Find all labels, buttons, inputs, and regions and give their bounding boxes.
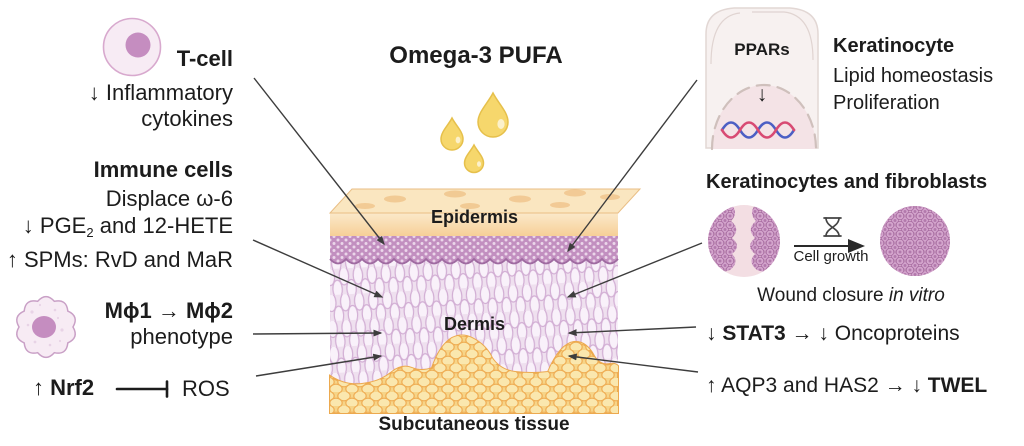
connector-macrophage-dermis — [252, 329, 383, 337]
epidermis-label: Epidermis — [430, 207, 519, 227]
macrophage-heading: Mϕ1 → Mϕ2 — [104, 298, 233, 323]
subcutaneous-label: Subcutaneous tissue — [378, 414, 570, 435]
immune-line-spms: ↑ SPMs: RvD and MaR — [6, 247, 233, 272]
keratinocyte-effects: Lipid homeostasis Proliferation — [833, 63, 993, 117]
keratinocyte-line-lipid: Lipid homeostasis — [833, 65, 994, 87]
macrophage-icon — [16, 295, 76, 359]
connector-tcell-basal — [253, 77, 385, 246]
dermis-label: Dermis — [443, 314, 506, 334]
figure-title: Omega-3 PUFA — [389, 42, 563, 69]
cell-growth-label: Cell growth — [793, 248, 869, 265]
connector-wound-dermis — [566, 242, 703, 298]
ppars-down-arrow: ↓ — [756, 83, 768, 106]
epidermis-layer — [330, 213, 618, 236]
ppars-cell-icon — [705, 7, 819, 151]
keratinocyte-heading: Keratinocyte — [833, 35, 955, 57]
nrf2-label: ↑ Nrf2 — [33, 375, 95, 400]
connector-immune-dermis — [252, 239, 384, 298]
oil-droplets-icon — [440, 91, 509, 174]
stat3-line: ↓ STAT3 → ↓ Oncoproteins — [706, 322, 960, 345]
nucleus-with-dna — [710, 83, 818, 151]
scratch-assay-dish-after — [880, 206, 950, 276]
macrophage-line: phenotype — [130, 324, 233, 349]
keratinocyte-line-proliferation: Proliferation — [833, 92, 940, 114]
connector-lines — [252, 77, 703, 377]
skin-top-face — [328, 188, 642, 214]
fibroblast-heading: Keratinocytes and fibroblasts — [706, 171, 988, 193]
immune-cells-effects: Displace ω-6 ↓ PGE2 and 12-HETE ↑ SPMs: … — [7, 185, 233, 273]
inhibition-arrow-icon — [115, 380, 169, 398]
connector-ppars-basal — [567, 79, 698, 253]
immune-cells-heading: Immune cells — [93, 157, 233, 182]
ppars-label: PPARs — [734, 40, 790, 59]
immune-line-pge2: ↓ PGE2 and 12-HETE — [22, 213, 233, 240]
connector-aqp3-dermis — [567, 353, 699, 373]
tcell-heading: T-cell — [176, 46, 233, 71]
hourglass-icon — [823, 217, 842, 237]
aqp3-line: ↑ AQP3 and HAS2 → ↓ TWEL — [706, 374, 988, 397]
basal-layer — [329, 235, 619, 265]
scratch-assay-dish-before — [708, 205, 780, 277]
dna-helix-icon — [720, 121, 796, 139]
t-cell-icon — [102, 17, 162, 77]
connector-stat3-dermis — [567, 326, 697, 337]
ros-label: ROS — [182, 376, 230, 401]
immune-line-displace: Displace ω-6 — [105, 186, 233, 211]
subcutaneous-layer — [329, 334, 619, 414]
tcell-effect-text: ↓ Inflammatory cytokines — [88, 80, 233, 131]
wound-closure-caption: Wound closure in vitro — [757, 285, 945, 306]
connector-nrf2-dermis — [255, 353, 383, 377]
